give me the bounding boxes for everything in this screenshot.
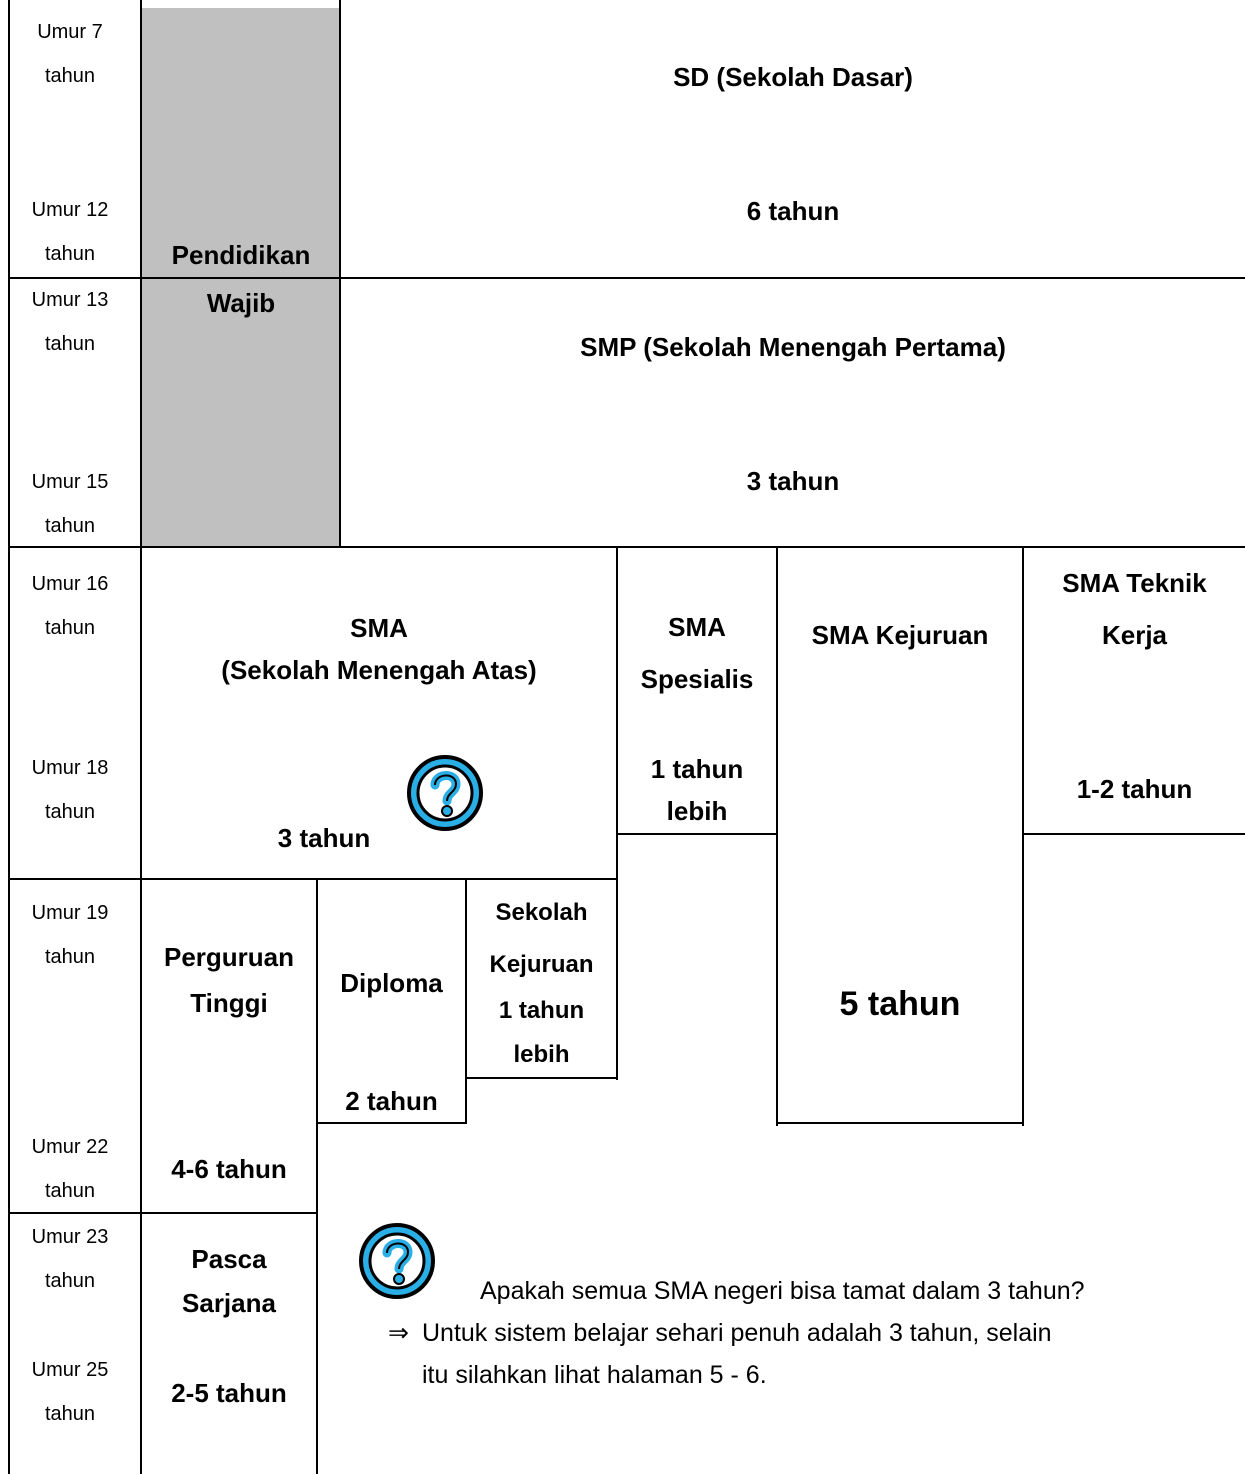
divider-kejuruan-teknik <box>1022 546 1024 1126</box>
divider-age-column-lower <box>140 878 142 1474</box>
divider-teknik-bottom <box>1022 833 1245 835</box>
note-answer-line1: Untuk sistem belajar sehari penuh adalah… <box>422 1319 1052 1347</box>
sekolah-kejuruan-line3: 1 tahun <box>498 997 585 1024</box>
sma-teknik-line2: Kerja <box>1101 620 1168 650</box>
diploma-duration: 2 tahun <box>345 1086 438 1116</box>
divider-sd-smp <box>8 277 1245 279</box>
divider-wajib <box>339 0 341 548</box>
divider-perguruan-pasca <box>8 1212 318 1214</box>
divider-diploma-bottom <box>316 1122 467 1124</box>
sekolah-kejuruan-line4: lebih <box>513 1041 570 1068</box>
sma-title: SMA <box>350 613 408 643</box>
sekolah-kejuruan-line1: Sekolah <box>495 899 588 926</box>
question-icon <box>359 1223 435 1299</box>
divider-age-column <box>140 0 142 548</box>
divider-spesialis-kejuruan <box>776 546 778 1126</box>
divider-sekolah-bottom <box>465 1077 618 1079</box>
wajib-label-line1: Pendidikan <box>171 240 311 270</box>
border-left <box>8 0 10 1474</box>
perguruan-duration: 4-6 tahun <box>171 1154 287 1184</box>
sma-kejuruan-duration: 5 tahun <box>839 985 961 1023</box>
sma-kejuruan-title: SMA Kejuruan <box>811 620 989 650</box>
sd-duration: 6 tahun <box>746 196 840 226</box>
sma-teknik-duration: 1-2 tahun <box>1076 774 1193 804</box>
smp-title: SMP (Sekolah Menengah Pertama) <box>580 332 1006 362</box>
note-answer-line2: itu silahkan lihat halaman 5 - 6. <box>422 1361 767 1389</box>
perguruan-line1: Perguruan <box>163 942 295 972</box>
sma-duration: 3 tahun <box>277 823 371 853</box>
smp-duration: 3 tahun <box>746 466 840 496</box>
pasca-duration: 2-5 tahun <box>171 1378 287 1408</box>
divider-sma-left <box>140 546 142 880</box>
pasca-line1: Pasca <box>191 1244 267 1274</box>
divider-sma-bottom <box>8 878 618 880</box>
sma-teknik-line1: SMA Teknik <box>1062 568 1207 598</box>
sd-title: SD (Sekolah Dasar) <box>673 62 913 92</box>
divider-sma-spesialis <box>616 546 618 1080</box>
divider-kejuruan-bottom <box>776 1122 1024 1124</box>
divider-perguruan-diploma <box>316 878 318 1474</box>
sma-spesialis-duration2: lebih <box>666 796 728 826</box>
question-icon <box>407 755 483 831</box>
divider-spesialis-bottom <box>616 833 778 835</box>
diploma-title: Diploma <box>340 968 443 998</box>
sma-spesialis-line2: Spesialis <box>640 664 754 694</box>
pasca-line2: Sarjana <box>182 1288 276 1318</box>
divider-diploma-sekolah <box>465 878 467 1124</box>
wajib-label-line2: Wajib <box>206 288 276 318</box>
sma-spesialis-duration1: 1 tahun <box>650 754 744 784</box>
perguruan-line2: Tinggi <box>190 988 268 1018</box>
note-arrow: ⇒ <box>388 1319 409 1347</box>
sekolah-kejuruan-line2: Kejuruan <box>489 951 594 978</box>
sma-subtitle: (Sekolah Menengah Atas) <box>221 655 537 685</box>
sma-spesialis-line1: SMA <box>668 612 726 642</box>
note-question: Apakah semua SMA negeri bisa tamat dalam… <box>480 1277 1085 1305</box>
divider-smp-sma <box>8 546 1245 548</box>
